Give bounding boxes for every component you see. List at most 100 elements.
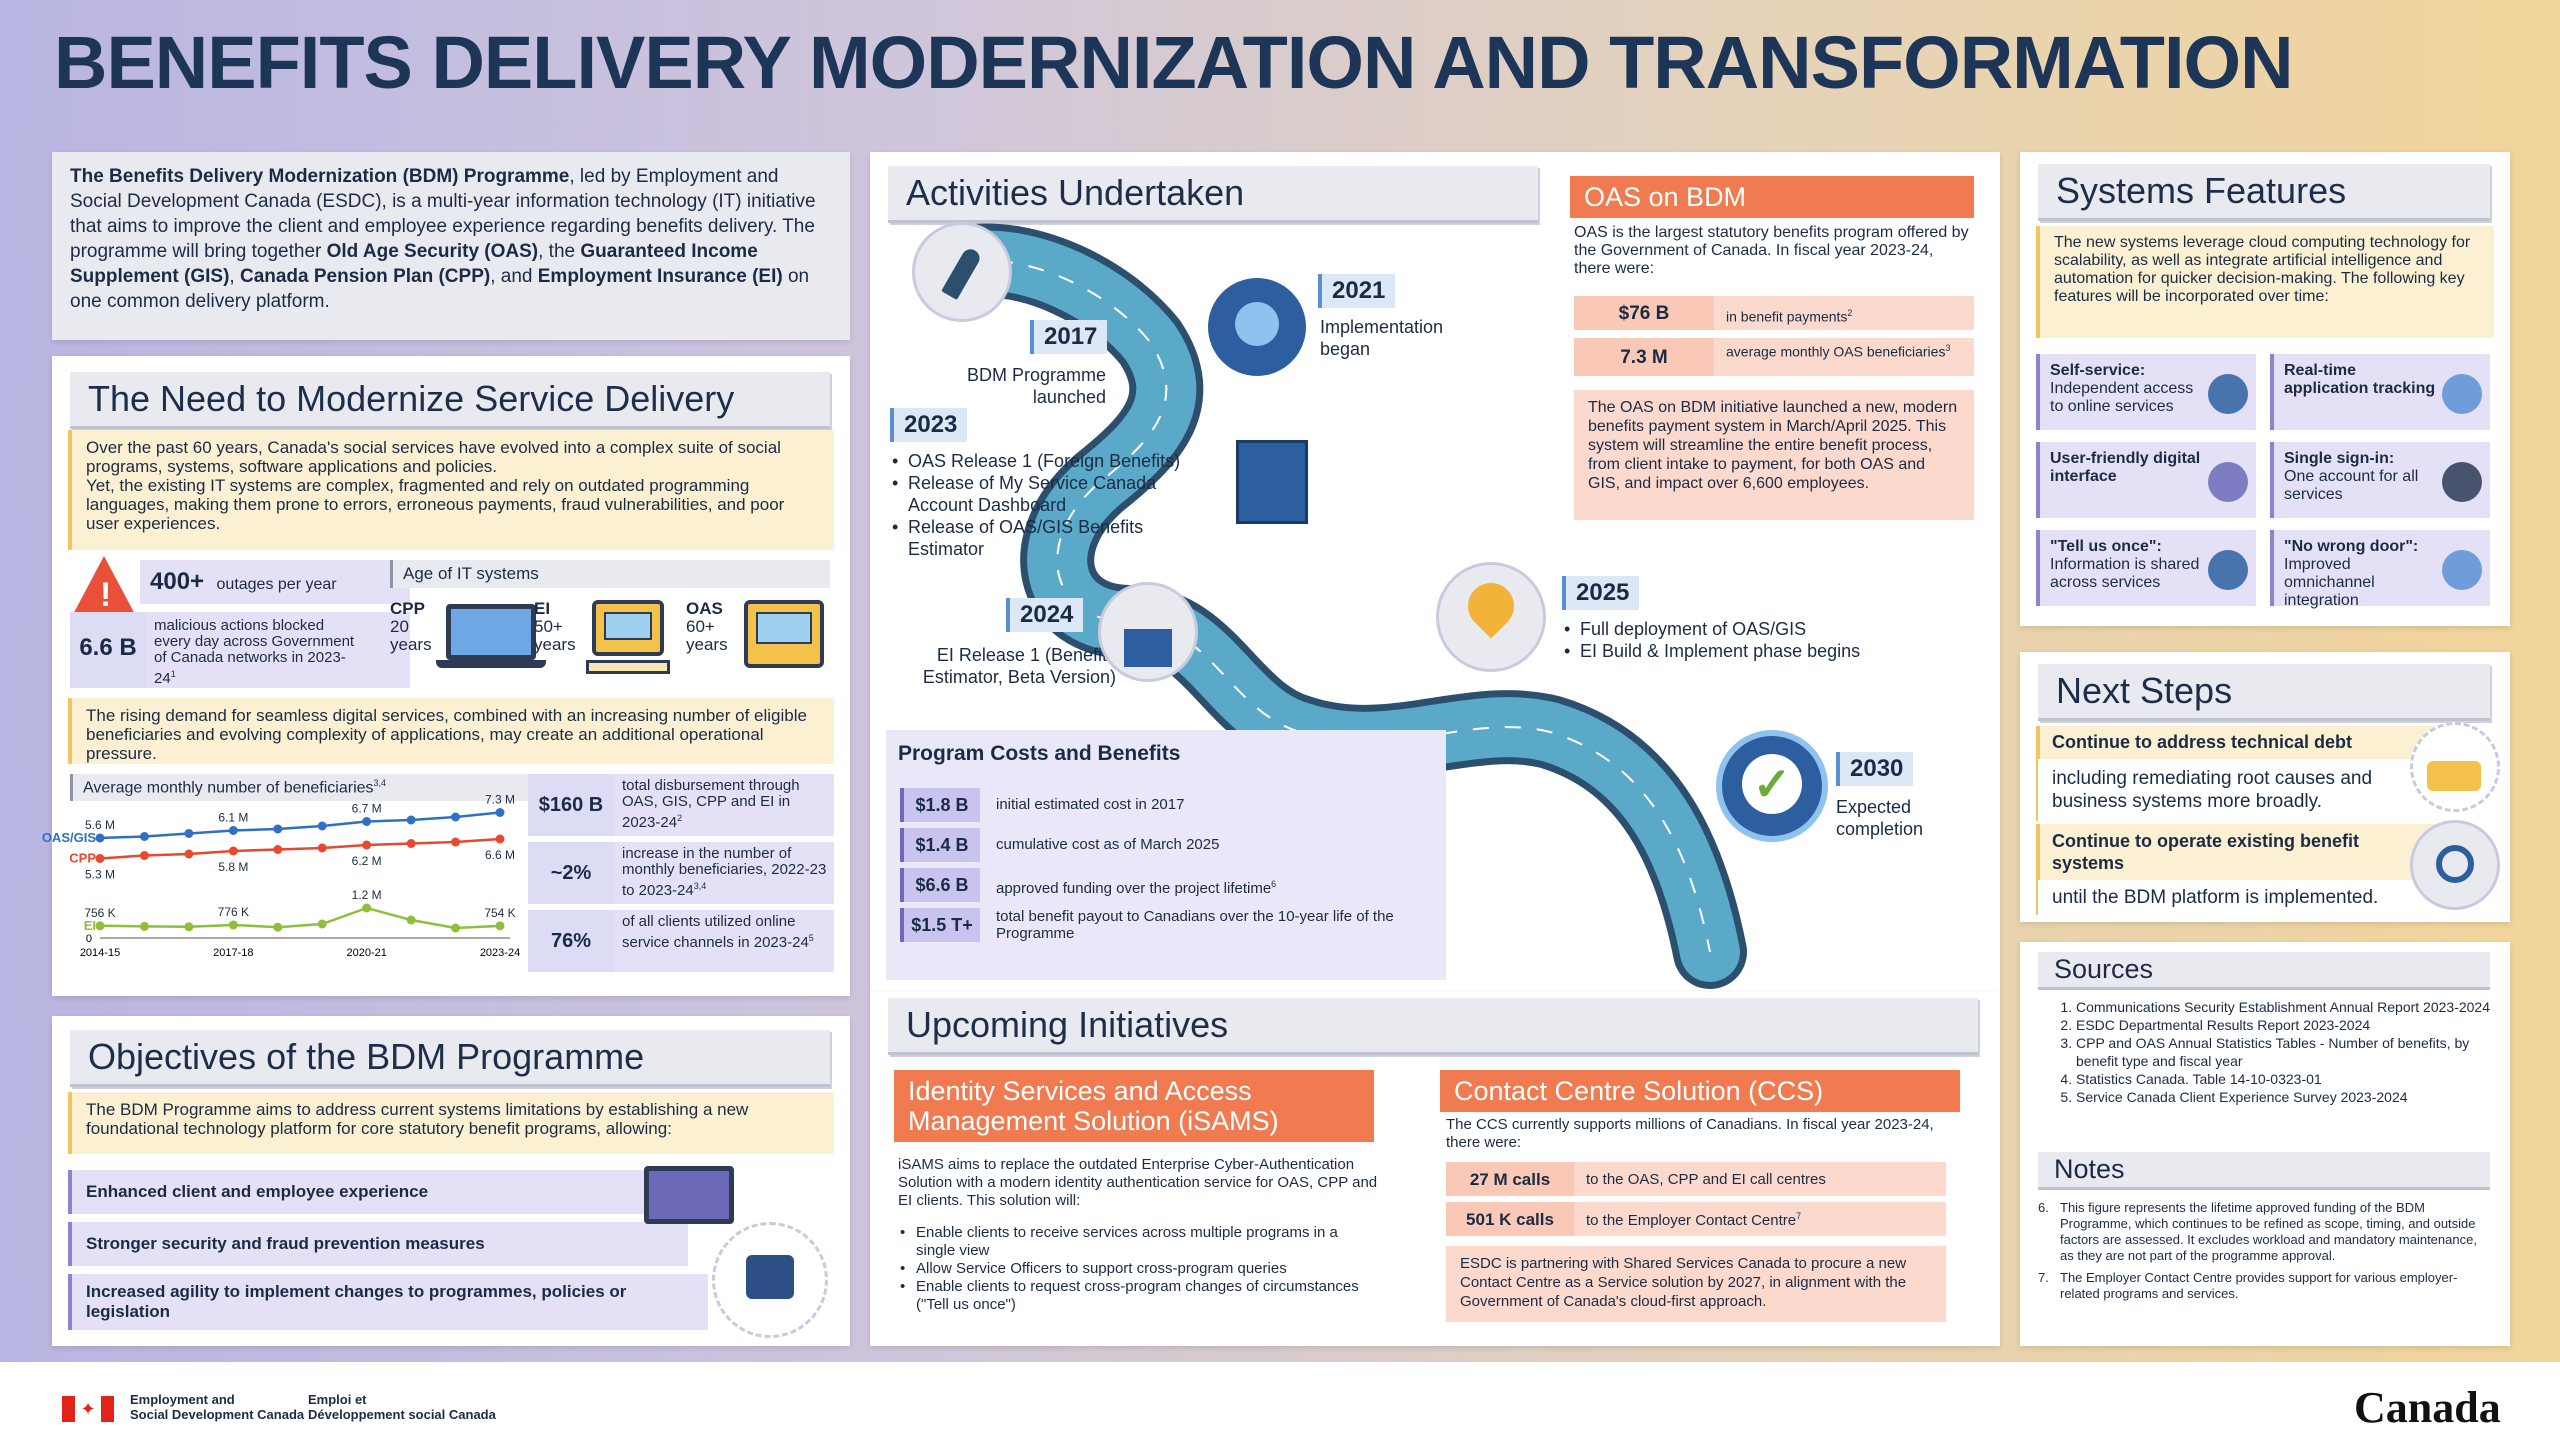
age-unit: years xyxy=(390,635,432,654)
feature-item: Single sign-in:One account for all servi… xyxy=(2270,442,2490,518)
data-point xyxy=(362,903,372,913)
outages-stat: 400+ outages per year xyxy=(140,560,410,604)
canada-flag-icon: ✦ xyxy=(62,1396,114,1422)
cost-value: $1.4 B xyxy=(900,828,980,862)
hub-icon xyxy=(2442,550,2482,590)
series-name: CPP xyxy=(69,851,96,866)
age-name: EI xyxy=(534,599,551,618)
intro-sep: , and xyxy=(490,266,538,287)
it-age-title: Age of IT systems xyxy=(390,560,830,588)
page-title: BENEFITS DELIVERY MODERNIZATION AND TRAN… xyxy=(54,21,2294,104)
cost-value: $1.5 T+ xyxy=(900,908,980,942)
data-point xyxy=(95,833,105,843)
data-point xyxy=(184,922,194,932)
x-tick-label: 2017-18 xyxy=(213,947,253,959)
footnote-ref: 3,4 xyxy=(693,881,707,891)
feature-text: Information is shared across services xyxy=(2050,556,2200,591)
warning-mark: ! xyxy=(100,576,112,614)
objectives-card: Objectives of the BDM Programme The BDM … xyxy=(52,1016,850,1346)
systems-intro: The new systems leverage cloud computing… xyxy=(2036,226,2494,338)
next-step-item: Continue to address technical debt inclu… xyxy=(2036,726,2436,821)
footnote-ref: 7 xyxy=(1796,1211,1802,1221)
isams-list: Enable clients to receive services acros… xyxy=(898,1224,1378,1314)
age-unit: years xyxy=(686,635,728,654)
data-point xyxy=(406,915,416,925)
cost-row: $1.4 B cumulative cost as of March 2025 xyxy=(900,828,1430,862)
intro-programme-name: The Benefits Delivery Modernization (BDM… xyxy=(70,166,570,187)
data-point xyxy=(273,922,283,932)
source-item: CPP and OAS Annual Statistics Tables - N… xyxy=(2076,1034,2494,1070)
age-value: 50+ xyxy=(534,617,563,636)
milestone-2017: BDM Programme launched xyxy=(966,365,1106,407)
keyboard-icon xyxy=(586,660,670,674)
footer-fr-line: Développement social Canada xyxy=(308,1407,496,1422)
cost-value: $1.8 B xyxy=(900,788,980,822)
oas-value: 7.3 M xyxy=(1574,338,1714,376)
data-point xyxy=(273,845,283,854)
cost-row: $6.6 B approved funding over the project … xyxy=(900,868,1430,902)
isams-text: iSAMS aims to replace the outdated Enter… xyxy=(898,1156,1378,1209)
oas-panel: OAS on BDM OAS is the largest statutory … xyxy=(1560,168,1986,528)
age-name: OAS xyxy=(686,599,723,618)
ccs-row: 27 M calls to the OAS, CPP and EI call c… xyxy=(1446,1162,1946,1196)
series-name: OAS/GIS xyxy=(42,830,97,845)
data-point xyxy=(495,808,505,817)
age-value: 60+ xyxy=(686,617,715,636)
cost-value: $6.6 B xyxy=(900,868,980,902)
year-2025: 2025 xyxy=(1562,576,1640,610)
data-label: 6.7 M xyxy=(352,802,382,816)
footnote-ref: 6 xyxy=(1271,879,1277,889)
intro-text-end: on one common delivery platform. xyxy=(70,266,810,312)
laptop-checkmark-icon xyxy=(644,1166,734,1224)
phone-icon xyxy=(2208,374,2248,414)
milestone-item: EI Build & Implement phase begins xyxy=(1562,640,1902,662)
intro-sep: , the xyxy=(538,241,581,262)
ccs-text: The CCS currently supports millions of C… xyxy=(1446,1116,1934,1151)
network-icon xyxy=(2442,374,2482,414)
data-point xyxy=(495,921,505,931)
isams-list-item: Enable clients to receive services acros… xyxy=(898,1224,1378,1260)
next-step-text: including remediating root causes and bu… xyxy=(2036,759,2436,821)
ccs-row: 501 K calls to the Employer Contact Cent… xyxy=(1446,1202,1946,1236)
data-point xyxy=(95,854,105,863)
objective-item: Enhanced client and employee experience xyxy=(68,1170,688,1214)
objective-item: Stronger security and fraud prevention m… xyxy=(68,1222,688,1266)
data-point xyxy=(139,921,149,931)
data-point xyxy=(406,839,416,848)
objectives-intro: The BDM Programme aims to address curren… xyxy=(68,1092,834,1154)
milestone-2021: Implementation began xyxy=(1320,317,1444,359)
objectives-heading: Objectives of the BDM Programme xyxy=(70,1030,830,1087)
ccs-note: ESDC is partnering with Shared Services … xyxy=(1446,1246,1946,1322)
oas-heading: OAS on BDM xyxy=(1570,176,1974,218)
stat-row: ~2% increase in the number of monthly be… xyxy=(528,842,834,904)
data-label: 776 K xyxy=(218,905,249,919)
milestone-item: OAS Release 1 (Foreign Benefits) xyxy=(890,450,1190,472)
key-icon xyxy=(2442,462,2482,502)
series-name: EI xyxy=(84,918,96,933)
notes-list: 6.This figure represents the lifetime ap… xyxy=(2038,1200,2494,1302)
footnote-ref: 1 xyxy=(170,669,176,679)
series-line xyxy=(99,811,501,840)
lock-shield-icon xyxy=(712,1222,828,1338)
data-label: 6.1 M xyxy=(218,811,248,825)
x-tick-label: 2020-21 xyxy=(346,947,386,959)
isams-list-item: Allow Service Officers to support cross-… xyxy=(898,1260,1378,1278)
laptop-base xyxy=(436,660,546,668)
source-item: Communications Security Establishment An… xyxy=(2076,998,2494,1016)
location-pin-icon xyxy=(1436,562,1546,672)
coins-gear-icon xyxy=(2410,722,2500,812)
data-point xyxy=(228,920,238,930)
server-stack-icon xyxy=(1236,440,1308,524)
rocket-box-icon xyxy=(1098,582,1198,682)
cost-label: approved funding over the project lifeti… xyxy=(996,880,1272,897)
data-point xyxy=(451,812,461,822)
feature-title: User-friendly digital interface xyxy=(2050,450,2201,485)
data-label: 756 K xyxy=(84,906,115,920)
ccs-value: 27 M calls xyxy=(1446,1162,1574,1196)
oas-label: in benefit payments xyxy=(1726,308,1848,325)
cost-row: $1.5 T+total benefit payout to Canadians… xyxy=(900,908,1430,942)
cost-label: cumulative cost as of March 2025 xyxy=(996,836,1220,853)
old-computer-icon xyxy=(592,600,664,656)
